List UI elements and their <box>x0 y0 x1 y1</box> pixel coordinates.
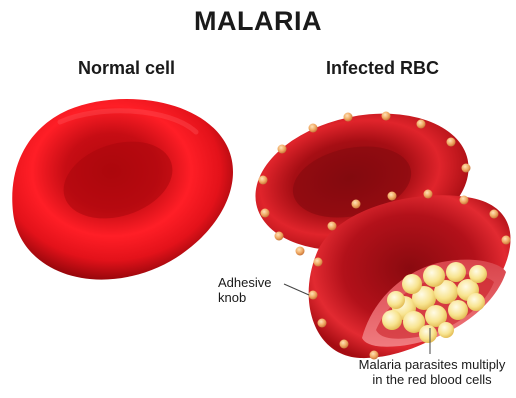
adhesive-knob-label-line2: knob <box>218 290 290 305</box>
parasites-label: Malaria parasites multiply in the red bl… <box>347 357 516 387</box>
normal-cell <box>12 99 233 280</box>
adhesive-knob-label: Adhesive knob <box>218 275 290 305</box>
parasites-label-line1: Malaria parasites multiply <box>347 357 516 372</box>
parasites-label-line2: in the red blood cells <box>347 372 516 387</box>
adhesive-knob-label-line1: Adhesive <box>218 275 290 290</box>
